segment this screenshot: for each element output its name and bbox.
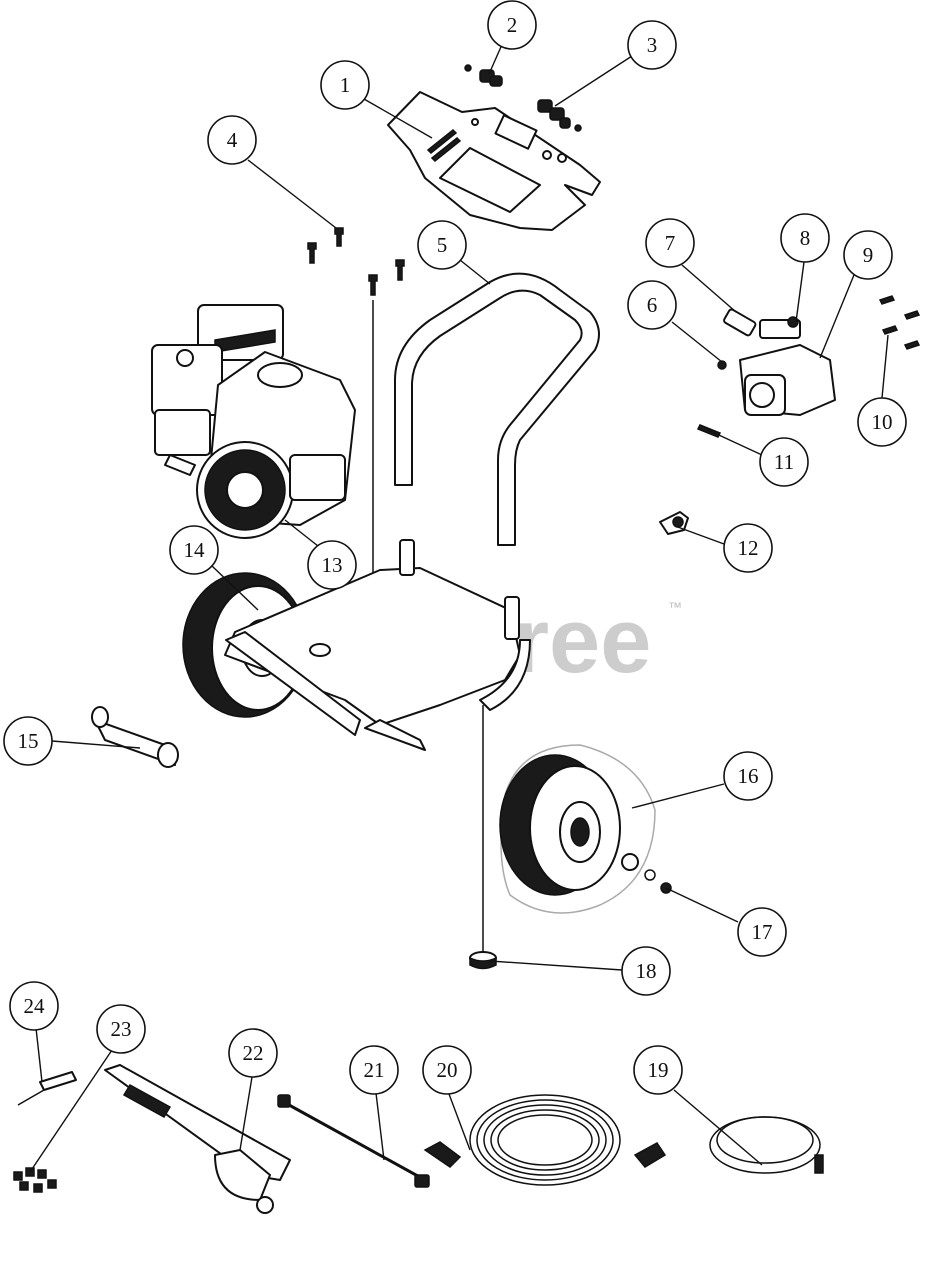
part-frame [224, 539, 531, 960]
callout-3: 3 [627, 20, 677, 70]
part-axle-tube [91, 706, 179, 768]
part-bolts-upper [307, 227, 405, 690]
callout-9: 9 [843, 230, 893, 280]
watermark-tm: ™ [668, 599, 682, 615]
callout-19: 19 [633, 1045, 683, 1095]
callout-13: 13 [307, 540, 357, 590]
part-handle [394, 272, 600, 546]
svg-text:24: 24 [24, 994, 46, 1018]
svg-text:1: 1 [340, 73, 351, 97]
callout-6: 6 [627, 280, 677, 330]
callout-7: 7 [645, 218, 695, 268]
svg-text:20: 20 [437, 1058, 458, 1082]
part-spray-gun [104, 1064, 291, 1214]
svg-text:11: 11 [774, 450, 794, 474]
part-foot [469, 951, 497, 970]
callout-15: 15 [3, 716, 53, 766]
callout-17: 17 [737, 907, 787, 957]
svg-text:17: 17 [752, 920, 773, 944]
svg-text:9: 9 [863, 243, 874, 267]
part-nozzle-tips [13, 1167, 57, 1193]
svg-text:16: 16 [738, 764, 759, 788]
callout-12: 12 [723, 523, 773, 573]
callout-14: 14 [169, 525, 219, 575]
callout-24: 24 [9, 981, 59, 1031]
part-pump [696, 308, 836, 438]
part-engine [151, 304, 356, 539]
callout-21: 21 [349, 1045, 399, 1095]
callout-18: 18 [621, 946, 671, 996]
part-tag [17, 1071, 77, 1106]
leader-lines [29, 39, 889, 1173]
svg-text:18: 18 [636, 959, 657, 983]
svg-text:19: 19 [648, 1058, 669, 1082]
callout-22: 22 [228, 1028, 278, 1078]
svg-text:8: 8 [800, 226, 811, 250]
part-siphon-hose [709, 1116, 824, 1174]
svg-text:3: 3 [647, 33, 658, 57]
callout-11: 11 [759, 437, 809, 487]
svg-text:2: 2 [507, 13, 518, 37]
callout-2: 2 [487, 0, 537, 50]
part-wheel-right-kit [499, 744, 672, 914]
callout-8: 8 [780, 213, 830, 263]
part-high-pressure-hose [423, 1094, 667, 1186]
svg-text:22: 22 [243, 1041, 264, 1065]
callout-5: 5 [417, 220, 467, 270]
part-spray-wand [277, 1094, 430, 1188]
svg-text:23: 23 [111, 1017, 132, 1041]
part-control-panel [387, 91, 601, 231]
part-knob-pair-left [464, 64, 503, 87]
callout-23: 23 [96, 1004, 146, 1054]
part-knob-pair-right [537, 99, 582, 132]
callout-4: 4 [207, 115, 257, 165]
svg-text:4: 4 [227, 128, 238, 152]
callout-20: 20 [422, 1045, 472, 1095]
svg-text:5: 5 [437, 233, 448, 257]
callout-10: 10 [857, 397, 907, 447]
svg-text:10: 10 [872, 410, 893, 434]
part-screws [878, 295, 921, 350]
part-knob-12 [659, 511, 689, 535]
callout-16: 16 [723, 751, 773, 801]
svg-text:6: 6 [647, 293, 658, 317]
svg-text:15: 15 [18, 729, 39, 753]
svg-text:21: 21 [364, 1058, 385, 1082]
svg-text:7: 7 [665, 231, 676, 255]
svg-text:14: 14 [184, 538, 206, 562]
svg-text:12: 12 [738, 536, 759, 560]
svg-text:13: 13 [322, 553, 343, 577]
callout-1: 1 [320, 60, 370, 110]
